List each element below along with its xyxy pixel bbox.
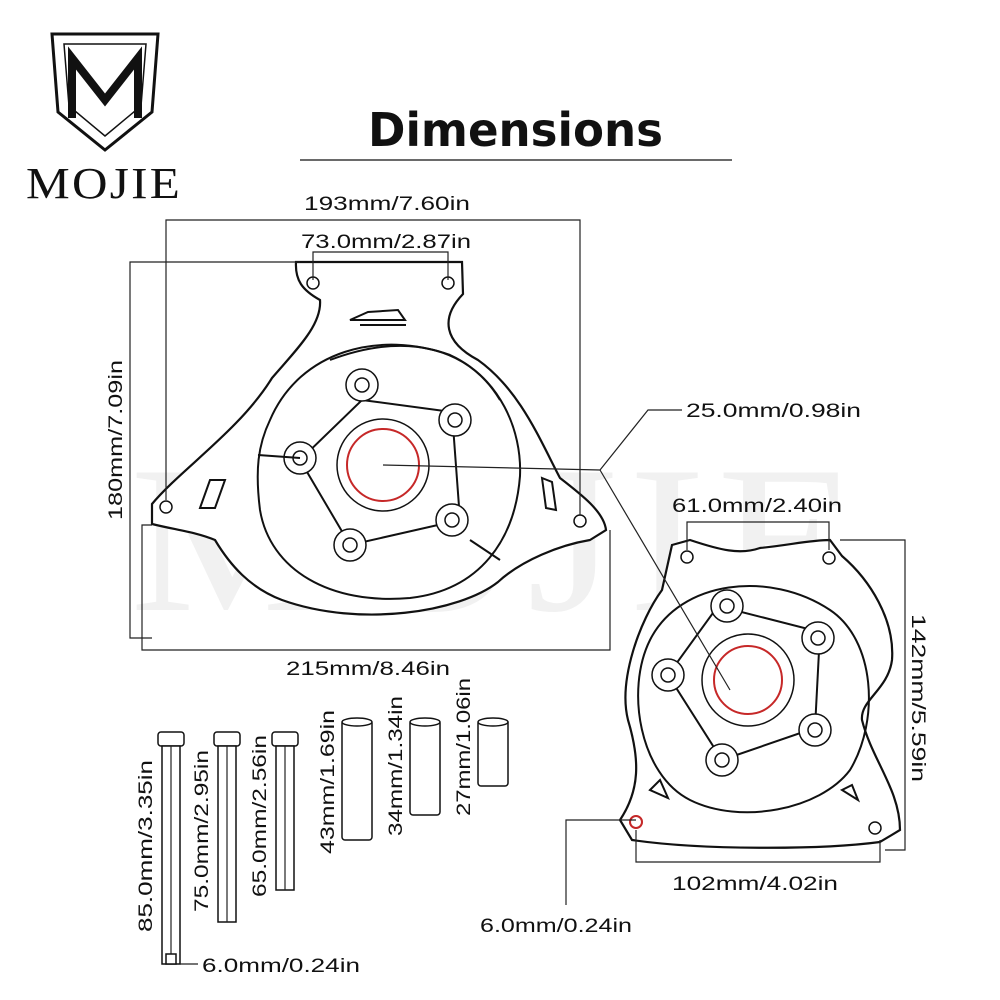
left-engine-cover <box>150 260 608 616</box>
spacer-43 <box>341 717 373 841</box>
spacer-43-label: 43mm/1.69in <box>318 710 339 854</box>
left-hole-spacing-label: 73.0mm/2.87in <box>301 232 471 253</box>
bolt-85-label: 85.0mm/3.35in <box>136 760 157 932</box>
mojie-logo: MOJIE <box>26 32 182 208</box>
right-hole-diameter-label: 6.0mm/0.24in <box>480 916 632 937</box>
left-width-bottom-label: 215mm/8.46in <box>286 659 450 680</box>
right-height-label: 142mm/5.59in <box>907 614 928 782</box>
right-width-bottom-label: 102mm/4.02in <box>672 874 838 895</box>
bolt-85 <box>157 731 198 965</box>
page-title: Dimensions <box>368 103 663 157</box>
spacer-34-label: 34mm/1.34in <box>386 696 407 836</box>
right-dimension-lines <box>382 409 906 905</box>
left-dimension-lines <box>129 219 611 651</box>
left-height-label: 180mm/7.09in <box>106 360 127 520</box>
bolt-75-label: 75.0mm/2.95in <box>192 750 213 912</box>
bolt-diameter-label: 6.0mm/0.24in <box>202 956 360 977</box>
spacer-27-label: 27mm/1.06in <box>454 678 475 816</box>
spacer-27 <box>477 717 509 787</box>
bolt-65-label: 65.0mm/2.56in <box>250 735 271 897</box>
right-center-bore-label: 25.0mm/0.98in <box>686 401 861 422</box>
right-engine-cover <box>618 538 902 849</box>
bolt-65 <box>271 731 299 891</box>
left-width-top-label: 193mm/7.60in <box>304 194 470 215</box>
bolt-75 <box>213 731 241 923</box>
brand-name: MOJIE <box>26 159 182 208</box>
spacer-34 <box>409 717 441 816</box>
right-hole-spacing-label: 61.0mm/2.40in <box>672 496 842 517</box>
